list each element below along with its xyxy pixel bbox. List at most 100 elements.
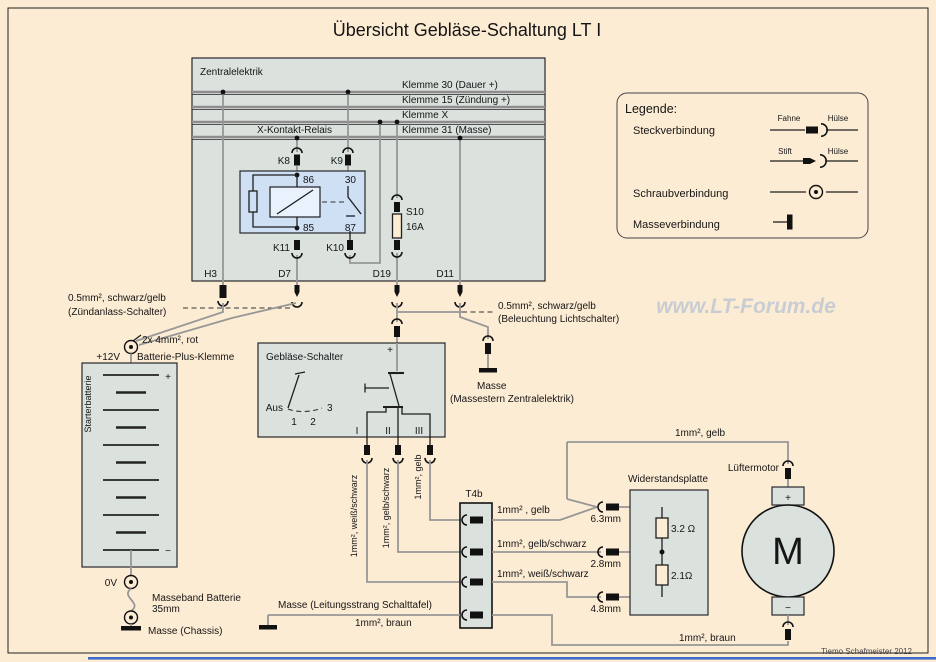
massestern-ground: Masse (Massestern Zentralelektrik) — [450, 303, 574, 405]
battery-minus: − — [165, 546, 171, 557]
fahne-icon — [219, 285, 227, 298]
massestern-label-2: (Massestern Zentralelektrik) — [450, 394, 574, 405]
battery-label: Starterbatterie — [83, 375, 93, 432]
fahne-icon — [485, 343, 491, 354]
bus-label-klemme30: Klemme 30 (Dauer +) — [402, 80, 498, 91]
beleuchtung-label-2: (Beleuchtung Lichtschalter) — [498, 314, 619, 325]
t4b-wire-label-3: 1mm², weiß/schwarz — [497, 569, 589, 580]
relay-label: X-Kontakt-Relais — [257, 125, 332, 136]
fahne-icon — [347, 240, 353, 250]
terminal-h3: H3 — [204, 269, 217, 280]
fahne-icon — [470, 516, 483, 524]
size-63-label: 6.3mm — [590, 514, 621, 525]
motor-minus: − — [785, 603, 791, 614]
plus12v-label: +12V — [96, 352, 120, 363]
t4b-connector: T4b 1mm² , gelb 1mm², gelb/schwarz 1mm²,… — [459, 489, 589, 629]
t4b-label: T4b — [465, 489, 483, 500]
ground-icon — [787, 214, 793, 230]
resistor-1-value: 3.2 Ω — [671, 524, 696, 535]
fahne-icon — [364, 445, 370, 455]
stift-icon — [457, 285, 463, 297]
page-frame — [7, 7, 936, 660]
ground-icon — [259, 625, 277, 630]
fahne-icon — [806, 126, 818, 134]
fahne-icon — [785, 629, 791, 640]
huelse-icon — [461, 609, 468, 621]
bus-lines — [192, 90, 545, 140]
zuendanlass-label-2: (Zündanlass-Schalter) — [68, 307, 166, 318]
huelse-icon — [291, 147, 303, 154]
masse-schalttafel-label: Masse (Leitungsstrang Schalttafel) — [278, 600, 432, 611]
battery-feed-wires: 2x 4mm², rot — [132, 302, 297, 346]
huelse-icon — [391, 318, 403, 325]
plus-klemme-label: Batterie-Plus-Klemme — [137, 352, 235, 363]
huelse-icon — [344, 252, 356, 259]
huelse-icon — [461, 576, 468, 588]
huelse-label: Hülse — [828, 147, 849, 156]
legend-steck-symbol-stift: Stift Hülse — [770, 147, 858, 168]
legend-steck-symbol-fahne: Fahne Hülse — [770, 114, 858, 137]
out-III-label: III — [415, 426, 423, 437]
relay-bottom-connectors: K11 K10 — [273, 240, 356, 259]
fuse-s10: S10 16A — [391, 194, 424, 258]
watermark: www.LT-Forum.de — [656, 295, 836, 318]
huelse-label: Hülse — [828, 114, 849, 123]
motor-plus: + — [785, 493, 791, 504]
resistor-2 — [655, 564, 669, 586]
fahne-icon — [394, 202, 400, 212]
legend-schraub-symbol — [770, 184, 858, 200]
beleuchtung-label-1: 0.5mm², schwarz/gelb — [498, 301, 596, 312]
fahne-icon — [470, 548, 483, 556]
huelse-icon — [482, 335, 494, 342]
huelse-icon — [391, 194, 403, 201]
ground-icon — [121, 626, 141, 631]
fahne-label: Fahne — [778, 114, 801, 123]
fahne-icon — [470, 578, 483, 586]
resistor-2-value: 2.1Ω — [671, 571, 693, 582]
terminal-d11: D11 — [436, 269, 454, 280]
relay-pin-86: 86 — [303, 175, 315, 186]
rotary-symbol: Aus 3 1 2 — [266, 371, 333, 428]
legend-masse-label: Masseverbindung — [633, 219, 720, 231]
motor-label: Lüftermotor — [728, 463, 780, 474]
red-wire-label: 2x 4mm², rot — [142, 335, 198, 346]
huelse-icon — [597, 591, 604, 603]
starter-battery: Starterbatterie + − — [81, 362, 178, 576]
motor-m: M — [772, 531, 804, 573]
fahne-icon — [470, 611, 483, 619]
gelb-top-label: 1mm², gelb — [675, 428, 725, 439]
fahne-icon — [606, 548, 619, 556]
stift-icon — [294, 285, 300, 297]
resistor-plate-label: Widerstandsplatte — [628, 474, 708, 485]
stift-label: Stift — [778, 147, 793, 156]
bus-label-klemme15: Klemme 15 (Zündung +) — [402, 95, 510, 106]
out-II-label: II — [385, 426, 391, 437]
k11-label: K11 — [273, 243, 290, 254]
size-48-label: 4.8mm — [590, 604, 621, 615]
bottom-blue-line — [88, 657, 936, 660]
huelse-icon — [342, 147, 354, 154]
switch-contact — [364, 371, 431, 445]
bus-label-klemme31: Klemme 31 (Masse) — [402, 125, 491, 136]
wire-label-gelb: 1mm², gelb — [413, 454, 423, 499]
pos-3-label: 3 — [327, 403, 333, 414]
ze-internal-wires — [220, 89, 463, 285]
blower-switch: Gebläse-Schalter + Aus 3 1 2 I II III — [257, 342, 446, 464]
huelse-icon — [291, 252, 303, 259]
fahne-icon — [606, 593, 619, 601]
stift-icon — [803, 158, 816, 164]
t4b-wire-label-1: 1mm² , gelb — [497, 505, 550, 516]
masseband-label-2: 35mm — [152, 604, 180, 615]
relay-pin-30: 30 — [345, 175, 357, 186]
relay-pin-87: 87 — [345, 223, 357, 234]
fan-motor: Lüftermotor + M − — [728, 460, 835, 640]
huelse-icon — [461, 514, 468, 526]
masse-chassis-label: Masse (Chassis) — [148, 626, 222, 637]
huelse-icon — [391, 251, 403, 258]
wire-label-gelb-schwarz: 1mm², gelb/schwarz — [381, 467, 391, 548]
fahne-icon — [606, 503, 619, 511]
switch-t4b-wires: 1mm², weiß/schwarz 1mm², gelb/schwarz 1m… — [349, 454, 460, 583]
legend-steck-label: Steckverbindung — [633, 125, 715, 137]
fahne-icon — [294, 154, 300, 166]
